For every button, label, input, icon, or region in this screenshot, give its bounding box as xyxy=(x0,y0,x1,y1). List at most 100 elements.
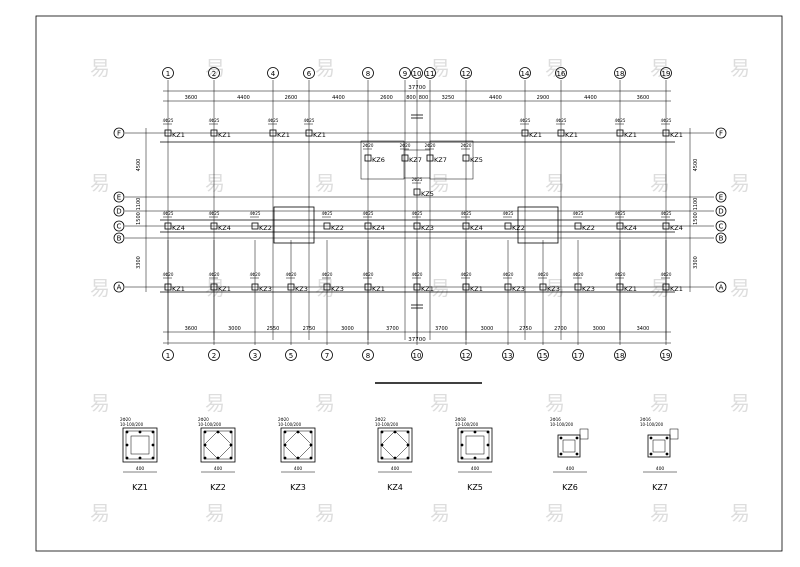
column-label: KZ2 xyxy=(259,224,272,232)
axis-label-top: 19 xyxy=(662,70,671,78)
axis-bubble-left xyxy=(113,281,125,293)
rebar-dot xyxy=(406,430,410,434)
rebar-dot xyxy=(460,456,464,460)
axis-label-bottom: 15 xyxy=(539,352,548,360)
axis-label-top: 2 xyxy=(212,70,216,78)
dimension-bottom: 3700 xyxy=(435,326,448,332)
column-label: KZ1 xyxy=(172,285,185,293)
shaft-outline xyxy=(429,140,474,180)
detail-label: KZ5 xyxy=(467,483,483,492)
column-marker xyxy=(364,154,372,162)
column-label: KZ1 xyxy=(624,285,637,293)
column-label: KZ2 xyxy=(512,224,525,232)
dimension-left: 4500 xyxy=(136,159,142,172)
rebar-dot xyxy=(309,443,313,447)
dimension-top: 4400 xyxy=(489,95,502,101)
watermark-glyph: 易 xyxy=(90,391,110,415)
rebar-tag: 4Φ25 xyxy=(268,118,279,123)
column-label: KZ1 xyxy=(470,285,483,293)
dimension-right: 4500 xyxy=(693,159,699,172)
axis-label-right: E xyxy=(719,194,723,202)
column-label: KZ7 xyxy=(434,156,447,164)
watermark-glyph: 易 xyxy=(90,171,110,195)
rebar-dot xyxy=(665,452,669,456)
column-label: KZ1 xyxy=(421,285,434,293)
rebar-note: 2Φ20 xyxy=(120,417,131,422)
column-marker xyxy=(462,154,470,162)
rebar-dot xyxy=(649,436,653,440)
column-label: KZ2 xyxy=(582,224,595,232)
rebar-dot xyxy=(486,443,490,447)
rebar-tag: 4Φ20 xyxy=(322,272,333,277)
rebar-dot xyxy=(486,456,490,460)
column-label: KZ4 xyxy=(172,224,185,232)
dimension-bottom: 2700 xyxy=(554,326,567,332)
axis-bubble-left xyxy=(113,191,125,203)
axis-label-top: 4 xyxy=(271,70,276,78)
axis-label-left: C xyxy=(117,223,122,231)
stirrup-outer xyxy=(380,430,410,460)
dimension-top: 800 xyxy=(419,95,429,101)
watermark-glyph: 易 xyxy=(650,56,670,80)
rebar-dot xyxy=(460,443,464,447)
detail-label: KZ2 xyxy=(210,483,226,492)
stirrup-inner xyxy=(652,439,666,453)
axis-bubble-right xyxy=(715,191,727,203)
column-section-outline xyxy=(377,427,413,463)
rebar-dot xyxy=(203,443,207,447)
detail-label: KZ3 xyxy=(290,483,306,492)
dimension-bottom: 2550 xyxy=(267,326,280,332)
axis-bubble-bottom xyxy=(249,349,261,361)
dimension-bottom: 2750 xyxy=(303,326,316,332)
column-label: KZ1 xyxy=(624,131,637,139)
dimension-right: 3300 xyxy=(693,256,699,269)
watermark-glyph: 易 xyxy=(205,391,225,415)
rebar-tag: 4Φ20 xyxy=(412,272,423,277)
column-marker xyxy=(504,283,512,291)
axis-bubble-top xyxy=(303,67,315,79)
dimension-top: 2900 xyxy=(537,95,550,101)
stirrup-inner xyxy=(465,435,485,455)
rebar-tag: 4Φ25 xyxy=(209,211,220,216)
axis-label-top: 8 xyxy=(366,70,370,78)
axis-bubble-bottom xyxy=(660,349,672,361)
column-marker xyxy=(616,222,624,230)
axis-label-bottom: 17 xyxy=(574,352,583,360)
column-section-outline xyxy=(122,427,158,463)
column-marker xyxy=(323,283,331,291)
rebar-tag: 4Φ20 xyxy=(615,272,626,277)
rebar-tag: 4Φ25 xyxy=(304,118,315,123)
rebar-tag: 4Φ25 xyxy=(250,211,261,216)
dimension-bottom: 3000 xyxy=(228,326,241,332)
column-label: KZ4 xyxy=(372,224,385,232)
column-label: KZ4 xyxy=(470,224,483,232)
axis-bubble-left xyxy=(113,205,125,217)
rebar-dot xyxy=(203,430,207,434)
axis-label-bottom: 7 xyxy=(325,352,329,360)
column-marker xyxy=(426,154,434,162)
dimension-left: 1500 xyxy=(136,212,142,225)
watermark-glyph: 易 xyxy=(430,171,450,195)
axis-bubble-top xyxy=(208,67,220,79)
axis-label-right: D xyxy=(718,208,723,216)
column-label: KZ3 xyxy=(331,285,344,293)
column-flange xyxy=(669,428,679,440)
rebar-dot xyxy=(203,456,207,460)
rebar-tag: 4Φ25 xyxy=(556,118,567,123)
dimension-top: 800 xyxy=(406,95,416,101)
column-label: KZ1 xyxy=(218,131,231,139)
column-marker xyxy=(662,129,670,137)
rebar-dot xyxy=(229,430,233,434)
column-marker xyxy=(305,129,313,137)
dimension-bottom: 3600 xyxy=(185,326,198,332)
watermark-glyph: 易 xyxy=(730,56,750,80)
axis-bubble-right xyxy=(715,127,727,139)
axis-bubble-bottom xyxy=(572,349,584,361)
detail-width: 400 xyxy=(136,466,145,472)
watermark-glyph: 易 xyxy=(315,276,335,300)
axis-bubble-right xyxy=(715,205,727,217)
rebar-dot xyxy=(406,456,410,460)
dimension-left: 3300 xyxy=(136,256,142,269)
